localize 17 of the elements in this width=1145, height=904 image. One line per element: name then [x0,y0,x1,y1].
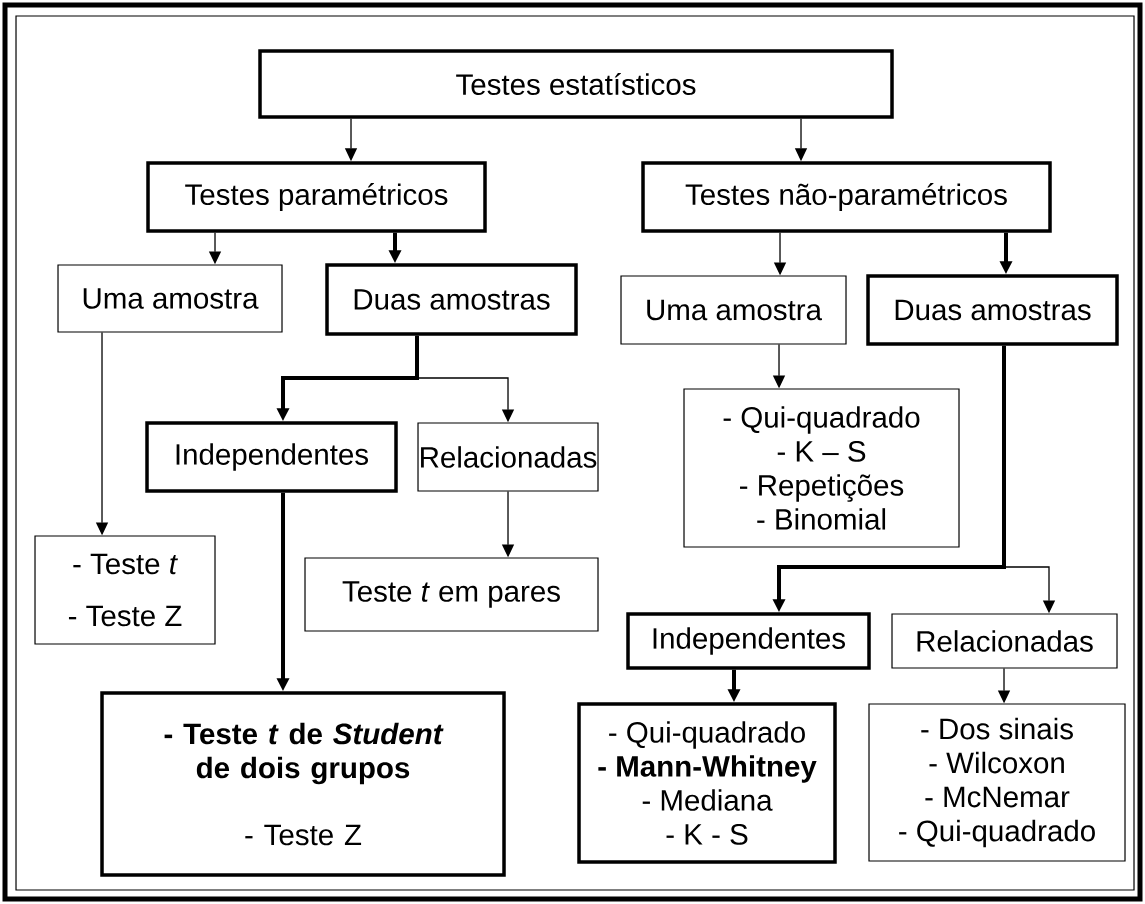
test-list-box: - Qui-quadrado - Mann-Whitney - Mediana - K - S [577,702,837,864]
category-box: Relacionadas [891,613,1118,669]
category-box: Testes paramétricos [146,161,487,233]
category-box: Duas amostras [325,263,578,336]
category-box: Relacionadas [417,422,599,492]
category-box: Duas amostras [866,274,1119,346]
category-box: Testes não-paramétricos [641,161,1052,233]
category-box: Independentes [626,612,871,670]
test-list-box: - Teste t de Student de dois grupos - Teste Z [100,691,506,877]
category-box: Independentes [145,421,398,493]
test-list-box: - Teste t - Teste Z [34,535,216,645]
test-list-box: - Qui-quadrado - K – S - Repetições - Binomial [683,388,960,548]
category-box: Uma amostra [57,264,283,333]
test-box: Teste t em pares [304,557,599,632]
category-box: Testes estatísticos [258,49,894,119]
category-box: Uma amostra [620,275,847,345]
test-list-box: - Dos sinais - Wilcoxon - McNemar - Qui-quadrado [868,703,1126,862]
